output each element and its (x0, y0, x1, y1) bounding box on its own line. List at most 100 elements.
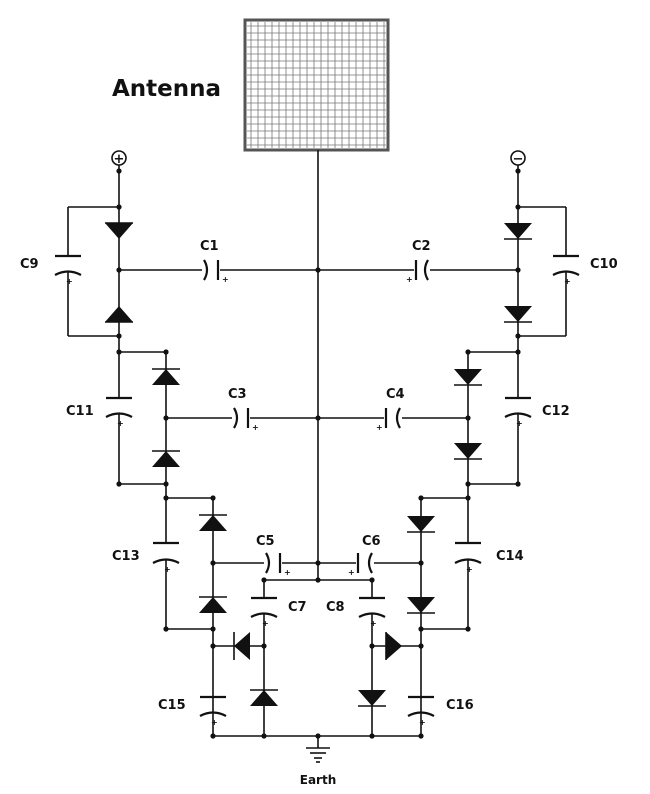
capacitor-c1: + (203, 259, 229, 284)
junction-dot (515, 349, 521, 355)
diode-d5 (152, 368, 180, 385)
capacitor-c2: + (406, 259, 429, 284)
positive-terminal: + (111, 150, 127, 167)
label-c4: C4 (386, 387, 405, 402)
junction-dot (116, 267, 122, 273)
junction-dot (163, 415, 169, 421)
capacitor-labels: C1 C2 C3 C4 C5 C6 C7 C8 C9 C10 C11 C12 C… (20, 239, 618, 713)
capacitor-c8: + (358, 596, 386, 628)
label-c14: C14 (496, 549, 524, 564)
earth-label: Earth (300, 773, 337, 787)
junction-dot (210, 643, 216, 649)
capacitor-c13: + (152, 541, 180, 574)
junction-dot (116, 333, 122, 339)
label-c11: C11 (66, 404, 94, 419)
label-c1: C1 (200, 239, 219, 254)
junction-dot (369, 643, 375, 649)
junction-dot (515, 204, 521, 210)
diode-d4 (504, 306, 532, 323)
junction-dot (210, 495, 216, 501)
junction-dot (315, 733, 321, 739)
junction-dot (465, 626, 471, 632)
junction-dot (116, 349, 122, 355)
diode-d9 (199, 514, 227, 531)
diode-d10 (199, 596, 227, 613)
capacitor-c4: + (376, 407, 401, 432)
capacitor-c7: + (250, 596, 278, 628)
polarity-mark: + (164, 565, 171, 574)
junction-dot (163, 349, 169, 355)
junction-dot (315, 560, 321, 566)
svg-text:+: + (114, 152, 125, 167)
polarity-mark: + (211, 718, 218, 727)
diode-d16 (358, 690, 386, 707)
label-c10: C10 (590, 257, 618, 272)
polarity-mark: + (370, 619, 377, 628)
diode-d3 (504, 223, 532, 240)
wires (67, 150, 567, 748)
junction-dot (261, 643, 267, 649)
polarity-mark: + (516, 419, 523, 428)
junction-dot (465, 349, 471, 355)
label-c13: C13 (112, 549, 140, 564)
polarity-mark: + (406, 275, 413, 284)
diode-d8 (454, 443, 482, 460)
capacitor-c11: + (105, 396, 133, 428)
antenna-label: Antenna (112, 76, 221, 102)
junction-dot (465, 481, 471, 487)
junction-dot (261, 577, 267, 583)
capacitor-c15: + (199, 695, 227, 727)
polarity-mark: + (222, 275, 229, 284)
junction-dot (210, 733, 216, 739)
label-c7: C7 (288, 600, 307, 615)
svg-text:−: − (513, 152, 524, 167)
diodes (105, 222, 532, 707)
label-c16: C16 (446, 698, 474, 713)
diode-d6 (152, 450, 180, 467)
junction-dot (261, 733, 267, 739)
junction-dot (369, 577, 375, 583)
polarity-mark: + (466, 565, 473, 574)
junction-dot (515, 481, 521, 487)
junction-dot (210, 560, 216, 566)
junction-dot (116, 168, 122, 174)
diode-d11 (407, 516, 435, 533)
capacitor-c14: + (454, 541, 482, 574)
diode-d15 (250, 689, 278, 706)
polarity-mark: + (262, 619, 269, 628)
label-c12: C12 (542, 404, 570, 419)
label-c15: C15 (158, 698, 186, 713)
junction-dot (515, 168, 521, 174)
label-c3: C3 (228, 387, 247, 402)
junction-dot (315, 577, 321, 583)
polarity-mark: + (117, 419, 124, 428)
junction-dot (116, 481, 122, 487)
junction-dot (418, 643, 424, 649)
junction-dot (210, 626, 216, 632)
junction-dot (465, 495, 471, 501)
negative-terminal: − (510, 150, 526, 167)
earth-ground-symbol (306, 747, 330, 763)
label-c2: C2 (412, 239, 431, 254)
capacitor-c6: + (348, 552, 373, 577)
junction-dot (418, 560, 424, 566)
junction-dot (465, 415, 471, 421)
label-c9: C9 (20, 257, 39, 272)
junction-dot (163, 481, 169, 487)
junction-dot (418, 626, 424, 632)
junction-dot (315, 415, 321, 421)
capacitor-c3: + (233, 407, 259, 432)
junction-dot (418, 733, 424, 739)
polarity-mark: + (284, 568, 291, 577)
antenna-plate (243, 18, 390, 152)
diode-d1 (105, 222, 133, 239)
diode-d12 (407, 597, 435, 614)
junction-dot (515, 333, 521, 339)
capacitor-c12: + (504, 396, 532, 428)
diode-d2 (105, 306, 133, 323)
capacitor-c9: + (54, 254, 82, 286)
junction-dot (418, 495, 424, 501)
label-c6: C6 (362, 534, 381, 549)
junction-dot (369, 733, 375, 739)
